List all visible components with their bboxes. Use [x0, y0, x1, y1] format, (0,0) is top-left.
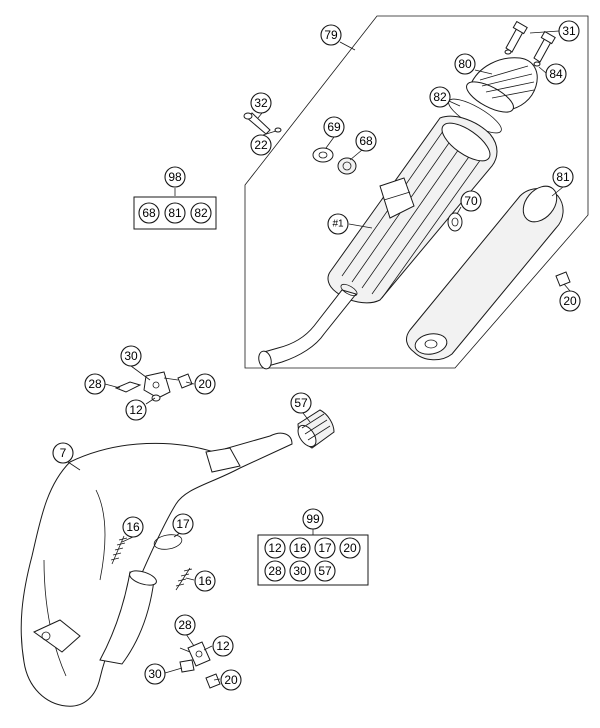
- callout-16-right-label: 16: [198, 574, 212, 588]
- callout-20-right-label: 20: [563, 294, 577, 308]
- callout-20-right: 20: [559, 290, 581, 312]
- leader-lines: [67, 30, 571, 681]
- kit-99-item-12-label: 12: [268, 541, 282, 555]
- kit-99-item-30-label: 30: [293, 564, 307, 578]
- exhaust-header-section: [33, 570, 157, 665]
- callout-68-label: 68: [359, 134, 373, 148]
- callout-98-label: 98: [168, 170, 182, 184]
- callout-32-label: 32: [254, 96, 268, 110]
- upper-bracket: [114, 371, 193, 402]
- kit-98-item-82-label: 82: [194, 206, 208, 220]
- kit-99-item-28-label: 28: [268, 564, 282, 578]
- callout-7: 7: [52, 442, 74, 464]
- kit-99-item-16: 16: [289, 537, 311, 559]
- callout-17-label: 17: [176, 517, 190, 531]
- callout-81: 81: [552, 166, 574, 188]
- callout-57-label: 57: [294, 396, 308, 410]
- callout-28-upper-label: 28: [88, 377, 102, 391]
- callout-16-left-label: 16: [126, 520, 140, 534]
- callout-80: 80: [454, 53, 476, 75]
- spring-16b: [175, 567, 193, 591]
- silencer-insert: [406, 185, 564, 361]
- callout-20-upper: 20: [194, 373, 216, 395]
- callout-82: 82: [429, 86, 451, 108]
- callout-28-lower-label: 28: [178, 618, 192, 632]
- callout-16-left: 16: [122, 516, 144, 538]
- callout-17: 17: [172, 513, 194, 535]
- callout-81-label: 81: [556, 170, 570, 184]
- seal-ring: [153, 534, 183, 550]
- kit-99-item-57: 57: [314, 560, 336, 582]
- kit-98-item-82: 82: [190, 202, 212, 224]
- kit-99-item-30: 30: [289, 560, 311, 582]
- lower-bracket: [179, 641, 221, 689]
- grommet-70: [447, 212, 463, 232]
- kit-99-item-20-label: 20: [343, 541, 357, 555]
- callout-20-lower-label: 20: [224, 673, 238, 687]
- callout-32: 32: [250, 92, 272, 114]
- callout-82-label: 82: [433, 90, 447, 104]
- callout-98: 98: [164, 166, 186, 188]
- callout-31: 31: [558, 20, 580, 42]
- callout-28-lower: 28: [174, 614, 196, 636]
- kit-98-item-68-label: 68: [142, 206, 156, 220]
- callout-20-upper-label: 20: [198, 377, 212, 391]
- callout-1: #1: [327, 213, 349, 235]
- callout-30-lower-label: 30: [148, 667, 162, 681]
- callout-12-lower: 12: [212, 635, 234, 657]
- silencer-inlet-pipe: [258, 283, 358, 370]
- kit-99-item-16-label: 16: [293, 541, 307, 555]
- spring-16a: [110, 535, 128, 565]
- callout-30-upper: 30: [120, 345, 142, 367]
- callout-99: 99: [302, 508, 324, 530]
- kit-98-item-68: 68: [138, 202, 160, 224]
- screw-32: [243, 112, 282, 135]
- kit-98-box: [133, 196, 217, 230]
- kit-98-item-81-label: 81: [168, 206, 182, 220]
- callout-99-label: 99: [306, 512, 320, 526]
- callout-30-upper-label: 30: [124, 349, 138, 363]
- callout-12-upper: 12: [125, 399, 147, 421]
- kit-99-item-57-label: 57: [318, 564, 332, 578]
- callout-22: 22: [250, 134, 272, 156]
- kit-99-item-28: 28: [264, 560, 286, 582]
- kit-99-item-17-label: 17: [318, 541, 332, 555]
- silencer-assembly-frame: [244, 15, 589, 369]
- callout-68: 68: [355, 130, 377, 152]
- callout-84: 84: [545, 63, 567, 85]
- callout-12-lower-label: 12: [216, 639, 230, 653]
- clip-nut: [555, 271, 571, 287]
- callout-31-label: 31: [562, 24, 576, 38]
- end-cap-bolts: [504, 20, 556, 67]
- callout-69: 69: [323, 116, 345, 138]
- callout-22-label: 22: [254, 138, 268, 152]
- callout-28-upper: 28: [84, 373, 106, 395]
- callout-70: 70: [460, 190, 482, 212]
- callout-79: 79: [320, 24, 342, 46]
- callout-84-label: 84: [549, 67, 563, 81]
- callout-70-label: 70: [464, 194, 478, 208]
- silencer-body: [327, 115, 498, 304]
- callout-1-label: #1: [332, 219, 344, 230]
- kit-99-item-12: 12: [264, 537, 286, 559]
- end-cap: [466, 57, 538, 113]
- kit-98-item-81: 81: [164, 202, 186, 224]
- callout-30-lower: 30: [144, 663, 166, 685]
- callout-20-lower: 20: [220, 669, 242, 691]
- callout-80-label: 80: [458, 57, 472, 71]
- callout-57: 57: [290, 392, 312, 414]
- kit-99-item-17: 17: [314, 537, 336, 559]
- callout-7-label: 7: [60, 446, 67, 460]
- callout-69-label: 69: [327, 120, 341, 134]
- grommets: [312, 147, 357, 175]
- callout-12-upper-label: 12: [129, 403, 143, 417]
- kit-99-item-20: 20: [339, 537, 361, 559]
- kit-99-box: [257, 534, 369, 586]
- callout-79-label: 79: [324, 28, 338, 42]
- coupling-sleeve: [297, 409, 335, 449]
- callout-16-right: 16: [194, 570, 216, 592]
